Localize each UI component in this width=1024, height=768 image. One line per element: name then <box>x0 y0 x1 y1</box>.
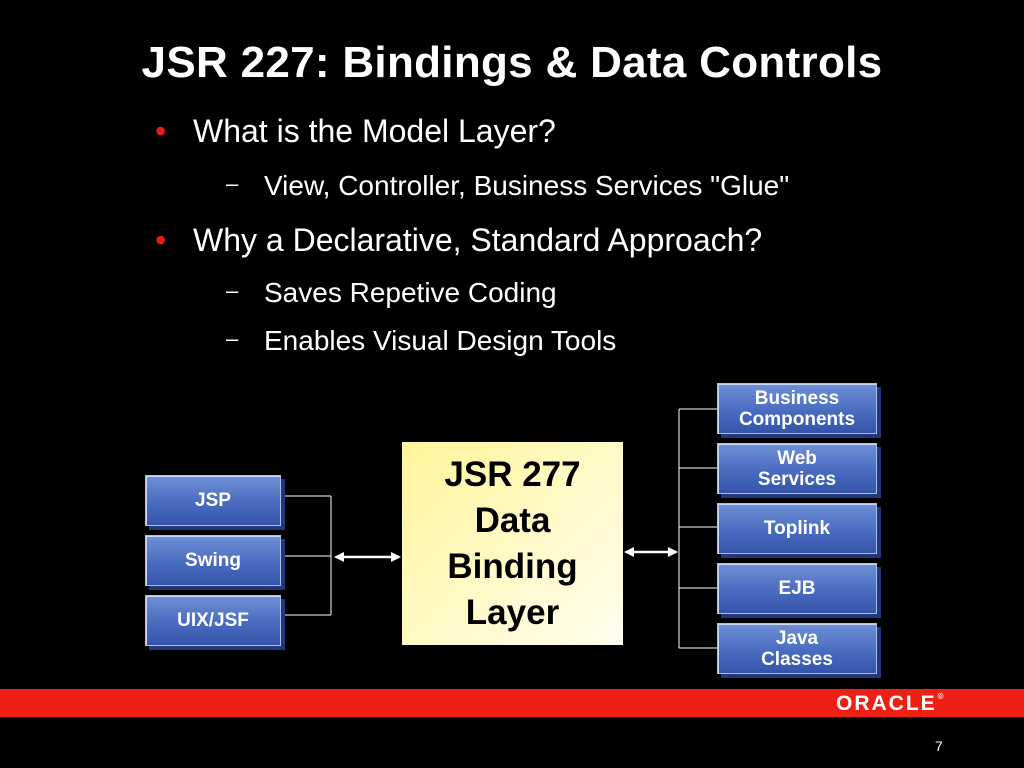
core-line: Binding <box>447 546 578 586</box>
service-box-ejb: EJB <box>717 563 877 614</box>
bullet-dot-icon: • <box>155 113 167 149</box>
sub-bullet-item: – Saves Repetive Coding <box>226 277 557 309</box>
service-box-business-components: Business Components <box>717 383 877 434</box>
footer-red-bar <box>0 689 1024 717</box>
logo-text: ORACLE <box>836 692 937 715</box>
service-box-java-classes: Java Classes <box>717 623 877 674</box>
core-line: Data <box>474 500 551 540</box>
service-box-toplink: Toplink <box>717 503 877 554</box>
client-box-jsp: JSP <box>145 475 281 526</box>
service-bracket <box>678 408 717 649</box>
data-binding-layer-box: JSR 277 Data Binding Layer <box>402 442 623 645</box>
service-label: Web <box>777 447 817 469</box>
client-label: JSP <box>195 490 231 511</box>
client-bracket <box>283 495 332 616</box>
sub-bullet-item: – View, Controller, Business Services "G… <box>226 170 790 202</box>
client-box-swing: Swing <box>145 535 281 586</box>
bullet-item: • What is the Model Layer? <box>155 113 556 150</box>
page-number: 7 <box>935 738 943 754</box>
client-box-uix-jsf: UIX/JSF <box>145 595 281 646</box>
oracle-logo: ORACLE® <box>836 692 944 716</box>
sub-bullet-item: – Enables Visual Design Tools <box>226 325 617 357</box>
core-line: Layer <box>465 592 560 632</box>
service-label: Toplink <box>763 518 831 539</box>
bullet-item: • Why a Declarative, Standard Approach? <box>155 222 763 259</box>
sub-bullet-dash-icon: – <box>226 326 239 351</box>
client-label: Swing <box>185 550 241 571</box>
sub-bullet-text: View, Controller, Business Services "Glu… <box>264 170 790 201</box>
core-line: JSR 277 <box>444 454 581 494</box>
service-label: Classes <box>761 648 833 670</box>
slide-title: JSR 227: Bindings & Data Controls <box>141 38 883 87</box>
service-label: EJB <box>778 578 816 599</box>
bullet-text: What is the Model Layer? <box>193 113 556 149</box>
service-box-web-services: Web Services <box>717 443 877 494</box>
sub-bullet-dash-icon: – <box>226 171 239 196</box>
sub-bullet-dash-icon: – <box>226 278 239 303</box>
client-label: UIX/JSF <box>177 610 249 631</box>
bullet-dot-icon: • <box>155 222 167 258</box>
registered-mark: ® <box>937 692 944 701</box>
service-label: Components <box>738 408 856 430</box>
bullet-text: Why a Declarative, Standard Approach? <box>193 222 763 258</box>
service-label: Business <box>754 387 840 409</box>
service-label: Java <box>775 627 819 649</box>
service-label: Services <box>757 468 837 490</box>
sub-bullet-text: Saves Repetive Coding <box>264 277 557 308</box>
sub-bullet-text: Enables Visual Design Tools <box>264 325 617 356</box>
